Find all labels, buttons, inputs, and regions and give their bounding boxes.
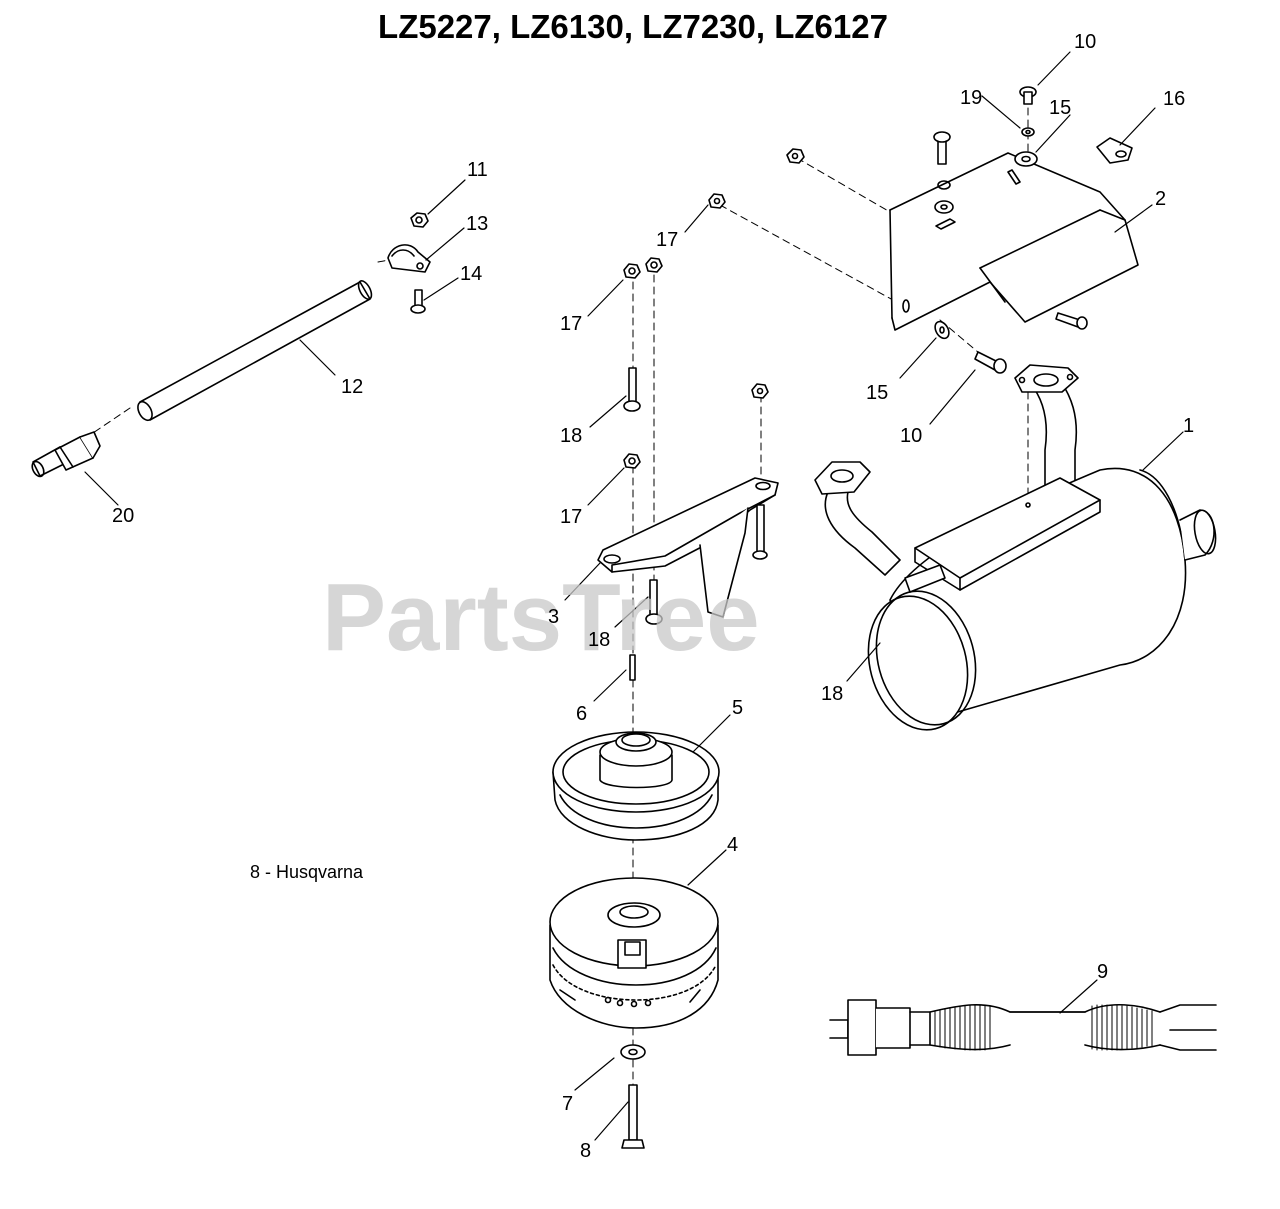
part-5-pulley	[552, 731, 720, 841]
callout-label: 8	[580, 1140, 591, 1162]
callout-label: 15	[866, 382, 888, 404]
callout-label: 18	[821, 683, 843, 705]
callout-label: 1	[1183, 415, 1194, 437]
callout-label: 16	[1163, 88, 1185, 110]
part-20-fitting	[31, 431, 101, 478]
callout-label: 17	[656, 229, 678, 251]
callout-label: 18	[588, 629, 610, 651]
callout-label: 19	[960, 87, 982, 109]
callout-label: 20	[112, 505, 134, 527]
part-13-clamp	[387, 244, 431, 273]
studs-and-nuts	[623, 257, 663, 681]
part-9-wire-harness	[829, 999, 1217, 1056]
part-3-bracket	[597, 383, 779, 618]
leader-lines	[84, 51, 1184, 1141]
callout-label: 12	[341, 376, 363, 398]
callout-label: 17	[560, 313, 582, 335]
callout-label: 3	[548, 606, 559, 628]
footnote-text: 8 - Husqvarna	[250, 862, 364, 882]
part-7-washer-part-8-bolt	[620, 1044, 646, 1149]
callout-label: 4	[727, 834, 738, 856]
callout-label: 5	[732, 697, 743, 719]
part-14-screw	[410, 289, 426, 314]
part-11-nut	[410, 212, 429, 228]
callout-label: 10	[900, 425, 922, 447]
callout-label: 11	[467, 159, 488, 181]
callout-label: 14	[460, 263, 482, 285]
callout-label: 10	[1074, 31, 1096, 53]
callout-label: 18	[560, 425, 582, 447]
watermark-text: PartsTree	[322, 564, 760, 671]
diagram-title: LZ5227, LZ6130, LZ7230, LZ6127	[378, 8, 888, 45]
callout-label: 17	[560, 506, 582, 528]
callout-label: 9	[1097, 961, 1108, 983]
callout-label: 6	[576, 703, 587, 725]
part-2-heat-shield	[889, 152, 1139, 331]
callout-label: 2	[1155, 188, 1166, 210]
part-1-muffler	[814, 364, 1217, 731]
callout-label: 13	[466, 213, 488, 235]
part-4-clutch	[549, 877, 719, 1029]
callout-labels: 10 19 15 16 2 11 13 14 12 17 17 15 10 18…	[112, 31, 1194, 1162]
part-12-tube	[137, 280, 373, 422]
callout-label: 15	[1049, 97, 1071, 119]
shield-hardware	[708, 86, 1133, 374]
callout-label: 7	[562, 1093, 573, 1115]
